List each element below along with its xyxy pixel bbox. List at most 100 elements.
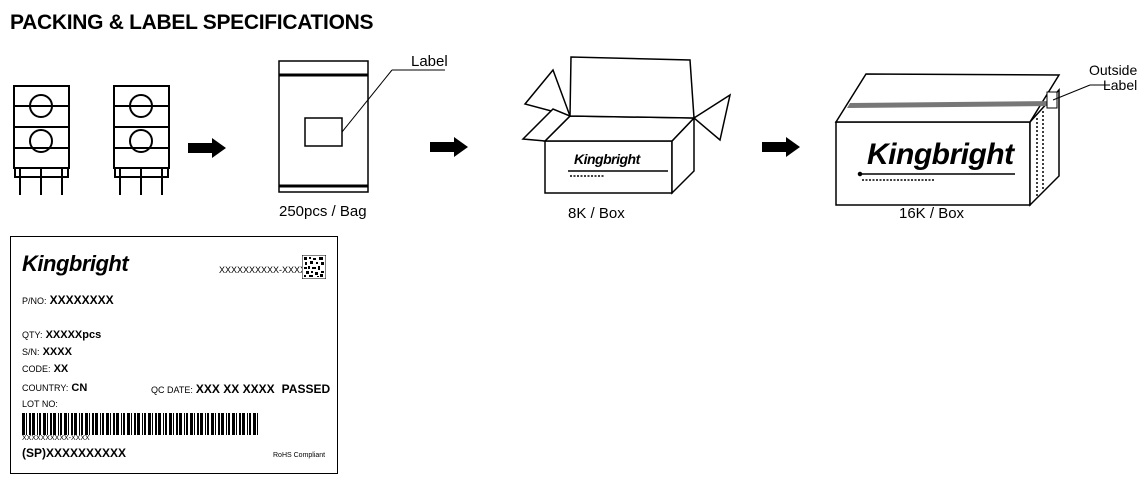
barcode-bar [106, 413, 109, 435]
arrow-icon [188, 138, 226, 158]
lot-key: LOT NO: [22, 399, 58, 409]
barcode-bar [190, 413, 193, 435]
barcode-bar [29, 413, 31, 435]
packing-flow-diagram [13, 56, 1110, 207]
barcode-bar [158, 413, 161, 435]
barcode-text: XXXXXXXXXX-XXXX [22, 435, 90, 442]
label-card: Kingbright XXXXXXXXXX-XXXX P/NO: XXXXXXX… [10, 236, 338, 474]
barcode-bar [176, 413, 178, 435]
led-component-icon [13, 85, 70, 195]
barcode-bar [228, 413, 230, 435]
barcode-bar [142, 413, 143, 435]
led-component-icon [113, 85, 170, 195]
barcode-bar [32, 413, 35, 435]
barcode-bar [236, 413, 237, 435]
outside-label-line2: Label [1102, 77, 1138, 93]
box-brand: Kingbright [574, 151, 640, 167]
barcode-bar [197, 413, 199, 435]
barcode-bar [184, 413, 185, 435]
barcode-bar [242, 413, 245, 435]
carton-brand: Kingbright [867, 138, 1014, 171]
barcode-bar [22, 413, 25, 435]
barcode-bar [253, 413, 256, 435]
barcode-bar [155, 413, 157, 435]
barcode-bar [37, 413, 38, 435]
barcode-bar [39, 413, 41, 435]
barcode-bar [102, 413, 104, 435]
barcode-bar [123, 413, 125, 435]
barcode-bar [194, 413, 195, 435]
barcode-bar [232, 413, 235, 435]
outside-label-callout: Outside Label [1089, 63, 1137, 93]
barcode-bar [239, 413, 241, 435]
barcode-bar [148, 413, 151, 435]
outside-label-line1: Outside [1089, 62, 1138, 78]
code-line: CODE: XX [22, 363, 68, 375]
barcode-bar [85, 413, 88, 435]
arrow-icon [430, 137, 468, 157]
barcode-bar [89, 413, 90, 435]
label-code-text: XXXXXXXXXX-XXXX [219, 265, 307, 275]
rohs-text: RoHS Compliant [273, 452, 326, 459]
barcode-bar [179, 413, 182, 435]
open-box-icon [521, 56, 732, 195]
barcode-bar [221, 413, 224, 435]
barcode-bar [218, 413, 220, 435]
qc-line: QC DATE: XXX XX XXXX PASSED [151, 382, 330, 396]
bag-icon [278, 60, 445, 193]
carton-caption: 16K / Box [899, 205, 965, 222]
pno-value: XXXXXXXX [49, 293, 114, 307]
barcode-bar [92, 413, 94, 435]
barcode-bar [58, 413, 59, 435]
barcode-bar [50, 413, 52, 435]
page-title: PACKING & LABEL SPECIFICATIONS [10, 11, 374, 34]
barcode-bar [144, 413, 146, 435]
country-line: COUNTRY: CN [22, 382, 87, 394]
carton-icon [834, 73, 1110, 207]
barcode-bar [134, 413, 136, 435]
barcode-bar [169, 413, 172, 435]
pno-key: P/NO: [22, 296, 47, 306]
barcode-bar [211, 413, 214, 435]
barcode-bar [163, 413, 164, 435]
barcode-bar [53, 413, 56, 435]
sn-key: S/N: [22, 347, 40, 357]
arrow-icon [762, 137, 800, 157]
qc-key: QC DATE: [151, 385, 193, 395]
barcode-bar [100, 413, 101, 435]
barcode-bar [215, 413, 216, 435]
barcode [22, 413, 258, 435]
barcode-bar [68, 413, 69, 435]
barcode-bar [137, 413, 140, 435]
barcode-bar [207, 413, 209, 435]
qty-value: XXXXXpcs [45, 329, 102, 341]
barcode-bar [186, 413, 188, 435]
barcode-bar [47, 413, 48, 435]
pno-line: P/NO: XXXXXXXX [22, 293, 114, 307]
barcode-bar [116, 413, 119, 435]
passed-text: PASSED [281, 382, 331, 396]
barcode-bar [131, 413, 132, 435]
qc-value: XXX XX XXXX [195, 382, 275, 396]
barcode-bar [113, 413, 115, 435]
barcode-bar [226, 413, 227, 435]
barcode-bar [121, 413, 122, 435]
barcode-bar [79, 413, 80, 435]
sn-line: S/N: XXXX [22, 346, 72, 358]
barcode-bar [43, 413, 46, 435]
barcode-bar [71, 413, 73, 435]
qty-line: QTY: XXXXXpcs [22, 329, 101, 341]
barcode-bar [165, 413, 167, 435]
barcode-bar [249, 413, 251, 435]
barcode-bar [26, 413, 27, 435]
barcode-bar [173, 413, 174, 435]
barcode-bar [95, 413, 98, 435]
barcode-bar [60, 413, 62, 435]
sn-value: XXXX [42, 346, 72, 358]
country-key: COUNTRY: [22, 383, 69, 393]
code-key: CODE: [22, 364, 51, 374]
qty-key: QTY: [22, 330, 43, 340]
label-brand: Kingbright [22, 251, 129, 276]
barcode-bar [257, 413, 258, 435]
barcode-bar [74, 413, 77, 435]
